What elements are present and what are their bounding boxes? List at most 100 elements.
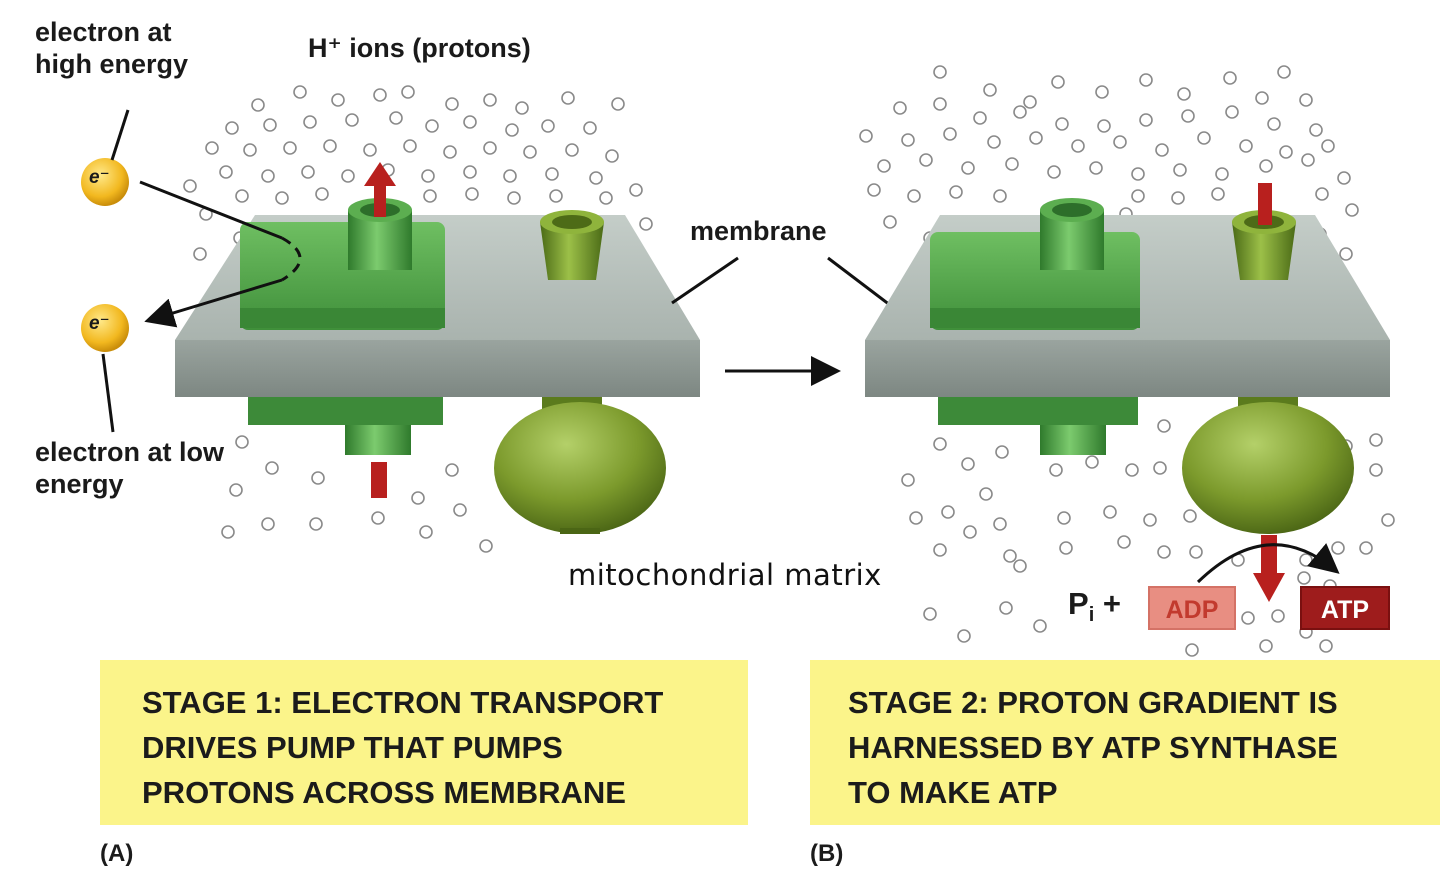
proton-dot: [503, 169, 517, 183]
proton-dot: [877, 159, 891, 173]
proton-dot: [183, 179, 197, 193]
proton-dot: [909, 511, 923, 525]
proton-dot: [331, 93, 345, 107]
stage2-line: TO MAKE ATP: [848, 775, 1058, 810]
proton-dot: [523, 145, 537, 159]
proton-dot: [1339, 247, 1353, 261]
proton-dot: [1259, 639, 1273, 653]
proton-dot: [221, 525, 235, 539]
proton-dot: [261, 517, 275, 531]
proton-dot: [371, 511, 385, 525]
proton-dot: [1277, 65, 1291, 79]
proton-dot: [1315, 187, 1329, 201]
proton-dot: [1279, 145, 1293, 159]
proton-dot: [479, 539, 493, 553]
proton-dot: [1125, 463, 1139, 477]
atp-synthase-a: [494, 210, 666, 534]
proton-dot: [995, 445, 1009, 459]
panel-label-a: (A): [100, 840, 134, 867]
proton-dot: [463, 165, 477, 179]
proton-dot: [893, 101, 907, 115]
proton-dot: [1241, 611, 1255, 625]
proton-dot: [933, 97, 947, 111]
proton-dot: [301, 165, 315, 179]
proton-dot: [1157, 545, 1171, 559]
proton-dot: [1239, 139, 1253, 153]
electron-symbol-low: e⁻: [89, 313, 110, 334]
electron-low: [81, 304, 129, 352]
proton-dot: [309, 517, 323, 531]
proton-dot: [341, 169, 355, 183]
electron-symbol-high: e⁻: [89, 167, 110, 188]
proton-dot: [993, 517, 1007, 531]
proton-dot: [263, 118, 277, 132]
proton-dot: [979, 487, 993, 501]
proton-dot: [225, 121, 239, 135]
proton-dot: [483, 141, 497, 155]
proton-dot: [1005, 157, 1019, 171]
proton-dot: [941, 505, 955, 519]
panel-label-b: (B): [810, 840, 844, 867]
proton-dot: [1051, 75, 1065, 89]
stage2-line: STAGE 2: PROTON GRADIENT IS: [848, 685, 1338, 720]
proton-dot: [1177, 87, 1191, 101]
proton-dot: [961, 457, 975, 471]
proton-dot: [483, 93, 497, 107]
proton-dot: [1013, 105, 1027, 119]
proton-dot: [957, 629, 971, 643]
proton-dot: [1089, 161, 1103, 175]
proton-dot: [549, 189, 563, 203]
proton-dot: [1301, 153, 1315, 167]
proton-dot: [265, 461, 279, 475]
proton-dot: [1095, 85, 1109, 99]
proton-dot: [1271, 609, 1285, 623]
proton-dot: [565, 143, 579, 157]
proton-dot: [973, 111, 987, 125]
proton-dot: [923, 607, 937, 621]
proton-dot: [443, 145, 457, 159]
proton-dot: [1211, 187, 1225, 201]
proton-dot: [401, 85, 415, 99]
proton-dot: [303, 115, 317, 129]
proton-dot: [987, 135, 1001, 149]
proton-dot: [629, 183, 643, 197]
atp-synthase-b: [1182, 183, 1354, 602]
proton-dot: [1225, 105, 1239, 119]
proton-dot: [1023, 95, 1037, 109]
proton-pump-b: [930, 198, 1140, 455]
proton-dot: [1097, 119, 1111, 133]
proton-dot: [311, 471, 325, 485]
proton-dot: [1331, 541, 1345, 555]
proton-dot: [1029, 131, 1043, 145]
proton-dot: [943, 127, 957, 141]
proton-dot: [859, 129, 873, 143]
proton-dot: [961, 161, 975, 175]
proton-dot: [1321, 139, 1335, 153]
proton-dot: [1299, 93, 1313, 107]
membrane-leader-b: [827, 256, 891, 307]
proton-dot: [545, 167, 559, 181]
proton-dot: [1157, 419, 1171, 433]
proton-dot: [1173, 163, 1187, 177]
proton-dot: [907, 189, 921, 203]
proton-dot: [1369, 433, 1383, 447]
matrix-label: mitochondrial matrix: [568, 558, 882, 592]
proton-dot: [1337, 171, 1351, 185]
proton-dot: [561, 91, 575, 105]
proton-dot: [1055, 117, 1069, 131]
membrane-leader-a: [671, 256, 739, 305]
proton-dot: [933, 437, 947, 451]
atp-pill: ATP: [1300, 586, 1390, 630]
proton-dot: [1183, 509, 1197, 523]
proton-dot: [1359, 541, 1373, 555]
proton-dot: [505, 123, 519, 137]
proton-dot: [983, 83, 997, 97]
proton-dot: [315, 187, 329, 201]
proton-dot: [283, 141, 297, 155]
proton-dot: [1155, 143, 1169, 157]
proton-dot: [1153, 461, 1167, 475]
phosphorylation-arrow: [1196, 543, 1340, 584]
proton-dot: [403, 139, 417, 153]
proton-dot: [1319, 639, 1333, 653]
